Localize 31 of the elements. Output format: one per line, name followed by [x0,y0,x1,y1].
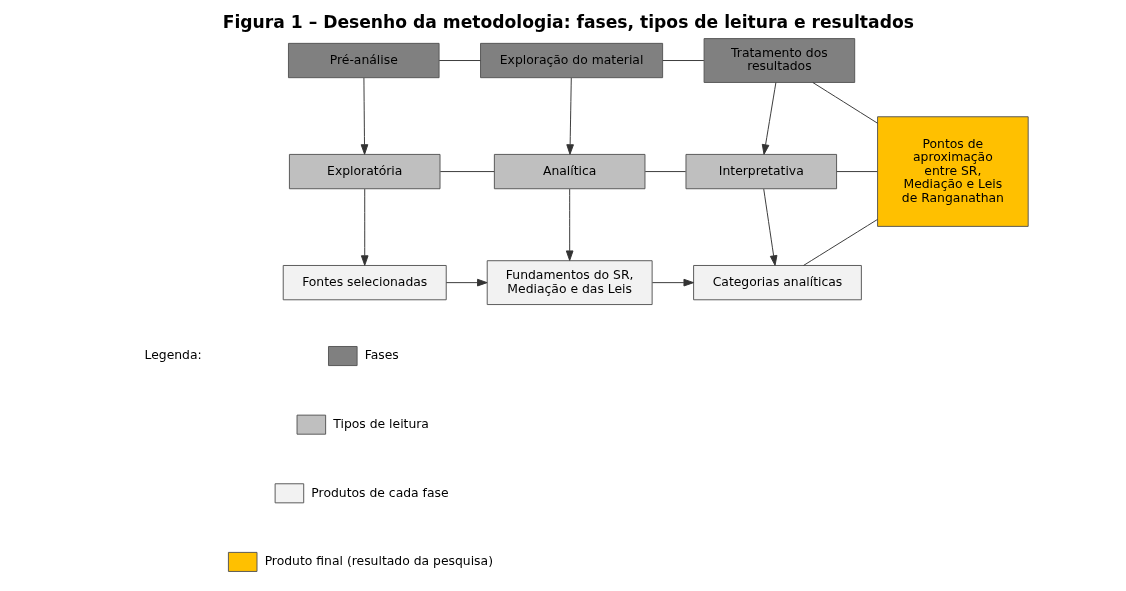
diagram-title: Figura 1 – Desenho da metodologia: fases, tipos de leitura e resultados [222,12,914,33]
arrow [565,188,574,261]
label: Legenda: [144,347,202,363]
connector [662,60,705,61]
arrow [360,188,369,266]
node-box: Categorias analíticas [693,265,862,301]
arrow [763,188,778,266]
node-box: Exploratória [288,153,441,190]
legend-label: Fases [364,347,399,363]
arrow [360,77,369,155]
node-box: Fontes selecionadas [282,265,447,301]
legend-label: Tipos de leitura [333,415,429,431]
node-box: Pontos de aproximação entre SR, Mediação e Leis de Ranganathan [877,116,1029,227]
legend-label: Produto final (resultado da pesquisa) [264,553,493,569]
node-box: Tratamento dos resultados [703,38,856,83]
node-box: Interpretativa [685,153,838,190]
connector [439,171,495,173]
connector [812,82,878,124]
arrow [652,278,694,287]
legend-label: Produtos de cada fase [311,484,449,500]
connector [836,171,878,173]
node-box: Exploração do material [480,42,664,79]
node-box: Pré-análise [288,42,440,79]
connector [803,218,878,266]
arrow [566,77,574,155]
node-box: Fundamentos do SR, Mediação e das Leis [486,260,653,306]
connector [438,60,481,61]
arrow [445,278,488,287]
arrow [761,82,777,155]
node-box: Analítica [493,153,646,190]
connector [644,171,687,173]
